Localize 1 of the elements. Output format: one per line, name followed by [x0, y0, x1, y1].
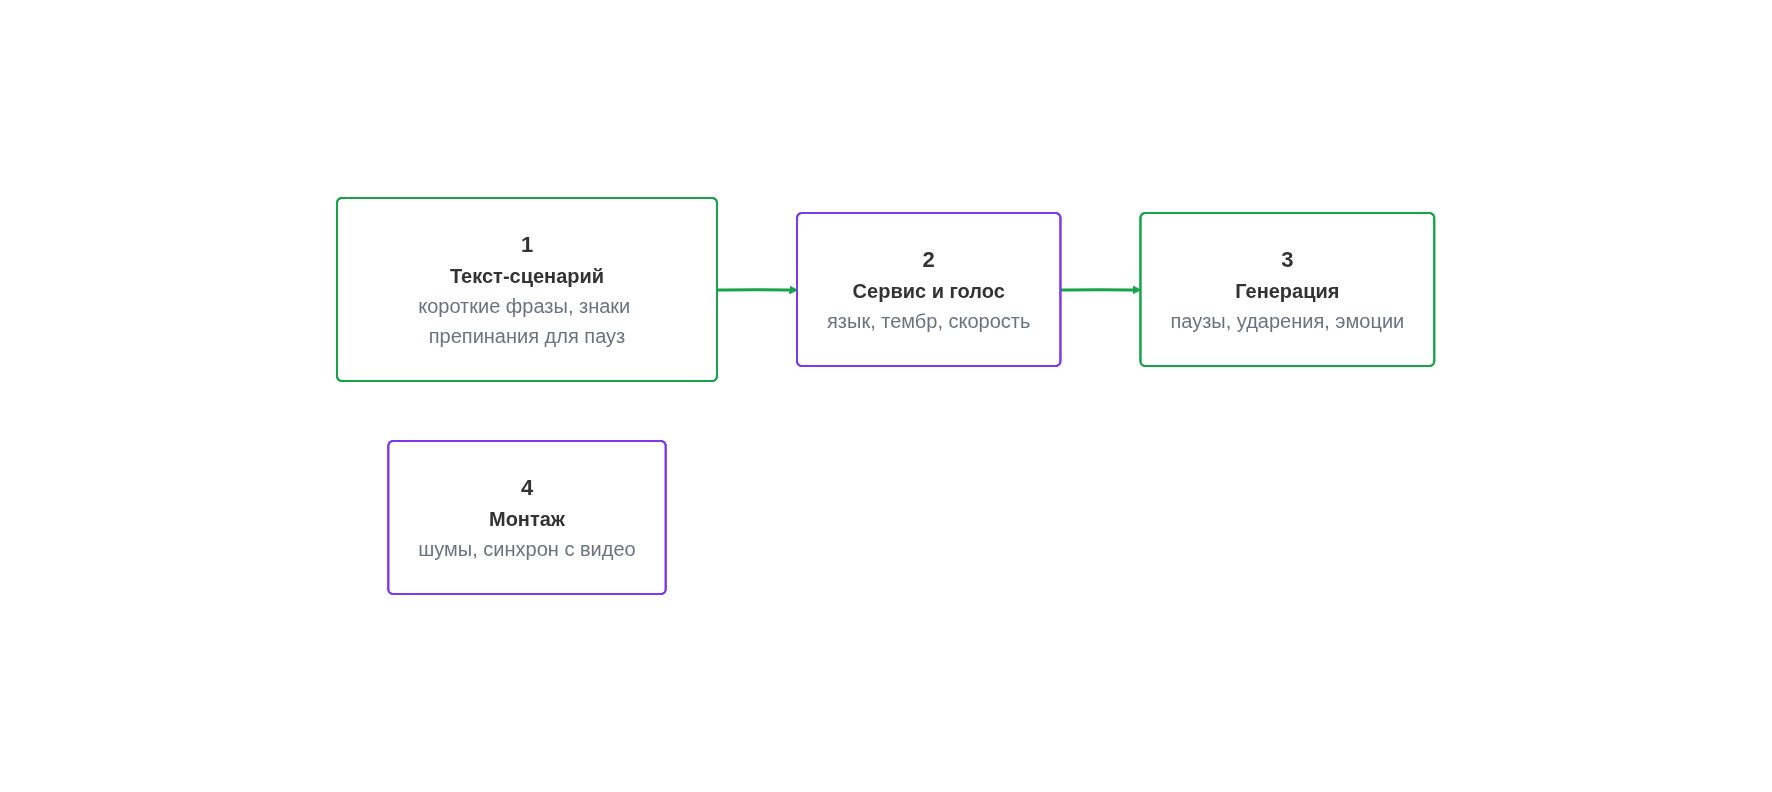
node-text: 1 Текст-сценарий короткие фразы, знаки препинания для пауз — [418, 232, 631, 347]
